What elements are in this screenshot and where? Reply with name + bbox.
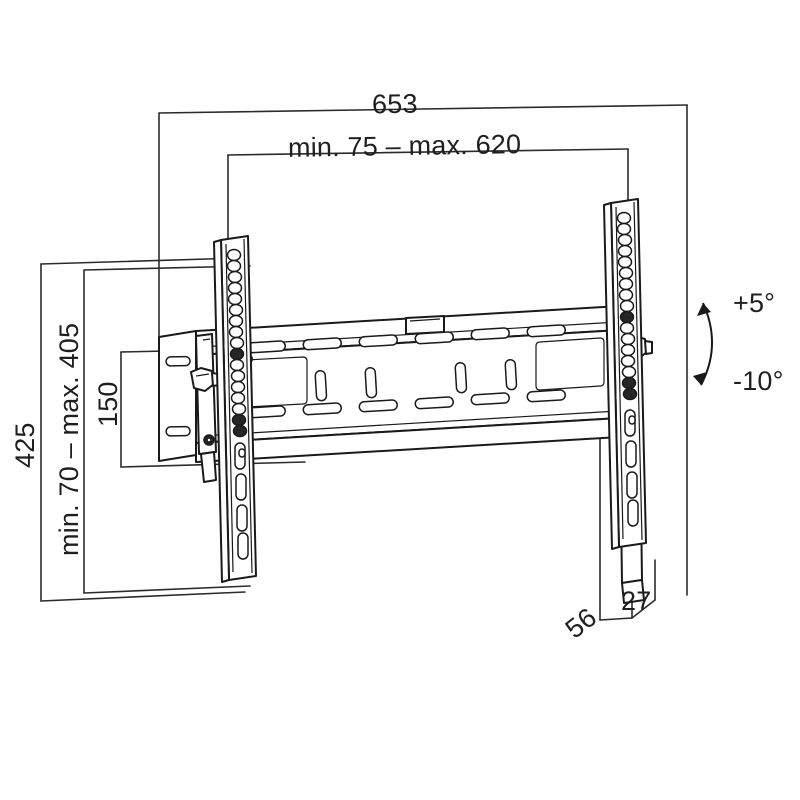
tilt-arc-arrow-icon [693, 302, 713, 386]
dim-label-depth-rear: 27 [621, 586, 652, 616]
tilt-label-down: -10° [733, 366, 784, 396]
dim-label-overall-height: 425 [10, 422, 40, 468]
plate-vertical-slots [314, 358, 518, 402]
tilt-arm-left [190, 333, 220, 483]
horizontal-wall-plate [158, 305, 621, 463]
left-rail-round-holes [226, 248, 248, 438]
dim-label-overall-width: 653 [371, 88, 418, 120]
dim-overall-height [40, 257, 246, 602]
right-vertical-rail [603, 198, 647, 550]
right-rail-slots [624, 409, 639, 527]
left-vertical-rail [213, 235, 257, 583]
dim-label-height-range: min. 70 – max. 405 [54, 322, 84, 556]
tilt-label-up: +5° [733, 288, 776, 318]
plate-slot-row-lower [223, 389, 566, 431]
dim-label-width-range: min. 75 – max. 620 [287, 129, 522, 163]
left-rail-slots [234, 442, 249, 560]
dim-label-plate-height: 150 [93, 381, 123, 427]
right-rail-round-holes [616, 211, 638, 401]
center-lock-tab [405, 315, 445, 335]
